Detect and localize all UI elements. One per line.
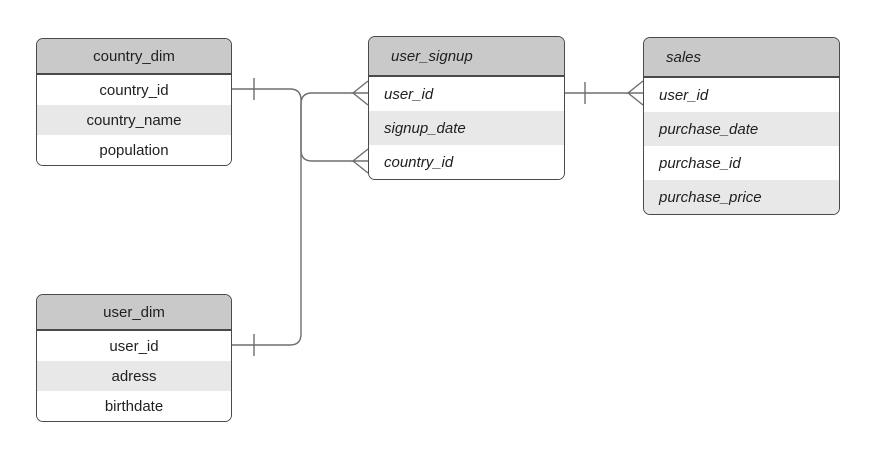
column-purchase_id: purchase_id [644,146,839,180]
entity-user_dim[interactable]: user_dim user_id adress birthdate [36,294,232,422]
crow-foot-many-icon [626,80,644,106]
column-country_name: country_name [37,105,231,135]
column-user_id: user_id [37,331,231,361]
column-adress: adress [37,361,231,391]
crow-foot-many-icon [351,80,369,106]
column-birthdate: birthdate [37,391,231,421]
column-purchase_date: purchase_date [644,112,839,146]
entity-title: country_dim [37,39,231,75]
column-population: population [37,135,231,165]
column-country_id: country_id [37,75,231,105]
column-purchase_price: purchase_price [644,180,839,214]
entity-user_signup[interactable]: user_signup user_id signup_date country_… [368,36,565,180]
connector-line[interactable] [232,88,353,162]
entity-sales[interactable]: sales user_id purchase_date purchase_id … [643,37,840,215]
connector-user_dim-to-user_signup[interactable] [232,80,369,356]
column-signup_date: signup_date [369,111,564,145]
column-country_id: country_id [369,145,564,179]
connector-country_dim-to-user_signup[interactable] [232,78,369,174]
column-user_id: user_id [369,77,564,111]
column-user_id: user_id [644,78,839,112]
connector-line[interactable] [232,92,353,346]
entity-title: user_dim [37,295,231,331]
crow-foot-many-icon [351,148,369,174]
entity-country_dim[interactable]: country_dim country_id country_name popu… [36,38,232,166]
entity-title: user_signup [369,37,564,77]
entity-title: sales [644,38,839,78]
connector-user_signup-to-sales[interactable] [565,80,644,106]
